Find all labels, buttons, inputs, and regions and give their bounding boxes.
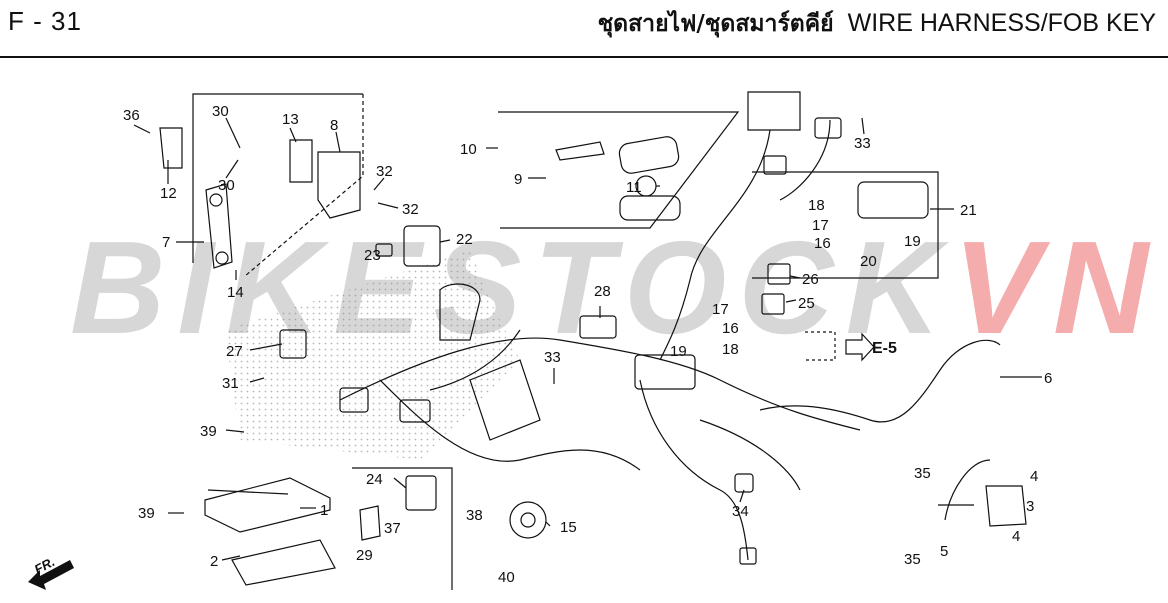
callout-17-upper: 17: [812, 217, 829, 234]
group-box-lock: [192, 93, 363, 263]
callout-18-lower: 18: [722, 341, 739, 358]
callout-31: 31: [222, 375, 239, 392]
group-box-bracket: [352, 467, 453, 590]
fuse-box-cover: [857, 181, 929, 219]
callout-20: 20: [860, 253, 877, 270]
watermark-part-b: VN: [952, 214, 1161, 361]
callout-36: 36: [123, 107, 140, 124]
relay-25: [761, 293, 785, 315]
group-box-relay: [752, 171, 939, 279]
callout-17-lower: 17: [712, 301, 729, 318]
callout-16-lower: 16: [722, 320, 739, 337]
callout-32-upper: 32: [376, 163, 393, 180]
fuse-23: [375, 243, 393, 257]
callout-30-lower: 30: [218, 177, 235, 194]
main-harness: [339, 337, 861, 431]
grommet-34: [734, 473, 754, 493]
e5-arrow: [845, 332, 875, 362]
callout-29: 29: [356, 547, 373, 564]
callout-16-upper: 16: [814, 235, 831, 252]
callout-4-lower: 4: [1012, 528, 1020, 545]
page-code: F - 31: [8, 6, 82, 36]
callout-39-upper: 39: [200, 423, 217, 440]
callout-2: 2: [210, 553, 218, 570]
plug-cap-5-cable: [944, 459, 991, 521]
callout-28: 28: [594, 283, 611, 300]
callout-14: 14: [227, 284, 244, 301]
callout-27: 27: [226, 343, 243, 360]
front-arrow-icon: [28, 560, 74, 590]
callout-21: 21: [960, 202, 977, 219]
title-english: WIRE HARNESS/FOB KEY: [847, 9, 1156, 37]
callout-1: 1: [320, 502, 328, 519]
page-title: ชุดสายไฟ/ชุดสมาร์ตคีย์ WIRE HARNESS/FOB K…: [598, 6, 1156, 42]
battery-tray: [469, 359, 541, 441]
relay-26: [767, 263, 791, 285]
bracket-36: [159, 127, 183, 169]
fuse-22: [403, 225, 441, 267]
callout-30-upper: 30: [212, 103, 229, 120]
reference-e5: E-5: [872, 340, 897, 357]
connector-28: [579, 315, 617, 339]
callout-12: 12: [160, 185, 177, 202]
ignition-switch: [289, 139, 313, 183]
callout-34: 34: [732, 503, 749, 520]
actuator-arm: [205, 183, 233, 269]
callout-6: 6: [1044, 370, 1052, 387]
callout-11: 11: [626, 179, 642, 196]
control-unit-1: [204, 477, 331, 533]
callout-3: 3: [1026, 498, 1034, 515]
callout-26: 26: [802, 271, 819, 288]
callout-40: 40: [498, 569, 515, 586]
callout-4-upper: 4: [1030, 468, 1038, 485]
upper-connector: [814, 117, 842, 139]
horn-15: [509, 501, 547, 539]
callout-33-upper: 33: [854, 135, 871, 152]
upper-connector-cable: [779, 119, 831, 201]
callout-7: 7: [162, 234, 170, 251]
rear-harness-branch: [759, 339, 1001, 423]
callout-18-upper: 18: [808, 197, 825, 214]
bracket-29: [359, 505, 381, 541]
fob-key-case: [619, 195, 681, 221]
callout-33-lower: 33: [544, 349, 561, 366]
ignition-coil-3: [985, 485, 1027, 527]
callout-32-lower: 32: [402, 201, 419, 218]
callout-37: 37: [384, 520, 401, 537]
callout-24: 24: [366, 471, 383, 488]
callout-35-upper: 35: [914, 465, 931, 482]
fuse-box: [634, 354, 696, 390]
antenna-cable: [659, 129, 771, 361]
relay-24: [405, 475, 437, 511]
callout-15: 15: [560, 519, 577, 536]
callout-13: 13: [282, 111, 299, 128]
cover-2: [231, 539, 336, 586]
callout-9: 9: [514, 171, 522, 188]
callout-23: 23: [364, 247, 381, 264]
callout-19-upper: 19: [904, 233, 921, 250]
callout-19-lower: 19: [670, 343, 687, 360]
header-divider: [0, 56, 1168, 58]
harness-end-connector: [739, 547, 757, 565]
dotted-shading: [225, 250, 520, 460]
upper-coupler: [763, 155, 787, 175]
grommet-22-area: [439, 283, 481, 341]
callout-8: 8: [330, 117, 338, 134]
antenna-housing: [747, 91, 801, 131]
steering-lock: [317, 151, 361, 219]
callout-10: 10: [460, 141, 477, 158]
callout-38: 38: [466, 507, 483, 524]
fob-key-lanyard: [555, 141, 605, 161]
callout-39-lower: 39: [138, 505, 155, 522]
callout-22: 22: [456, 231, 473, 248]
title-thai: ชุดสายไฟ/ชุดสมาร์ตคีย์: [597, 11, 834, 37]
callout-5: 5: [940, 543, 948, 560]
e5-box: [805, 331, 836, 361]
callout-25: 25: [798, 295, 815, 312]
callout-35-lower: 35: [904, 551, 921, 568]
group-box-fob: [498, 111, 740, 229]
fob-key-body: [618, 136, 680, 174]
